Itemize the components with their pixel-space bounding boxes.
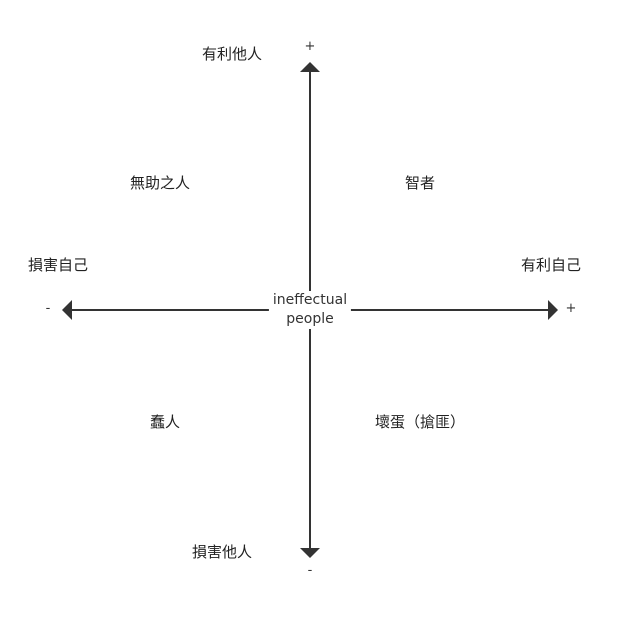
quadrant-top-left: 無助之人 [129, 174, 191, 192]
quadrant-bottom-right: 壞蛋（搶匪） [374, 413, 466, 431]
center-label: ineffectual people [268, 291, 352, 329]
axis-label-bottom: 損害他人 [191, 543, 253, 561]
center-label-line1: ineffectual [272, 292, 348, 308]
arrow-left [62, 300, 72, 320]
axis-label-right: 有利自己 [520, 256, 582, 274]
axis-label-left: 損害自己 [27, 256, 89, 274]
axis-sign-right: + [565, 301, 577, 316]
axis-sign-top: + [304, 39, 316, 54]
axis-sign-left: - [45, 301, 51, 316]
axis-sign-bottom: - [307, 563, 313, 578]
axis-label-top: 有利他人 [201, 45, 263, 63]
arrow-up [300, 62, 320, 72]
arrow-right [548, 300, 558, 320]
arrow-down [300, 548, 320, 558]
quadrant-top-right: 智者 [404, 174, 436, 192]
center-label-line2: people [286, 311, 334, 327]
quadrant-bottom-left: 蠢人 [149, 413, 181, 431]
